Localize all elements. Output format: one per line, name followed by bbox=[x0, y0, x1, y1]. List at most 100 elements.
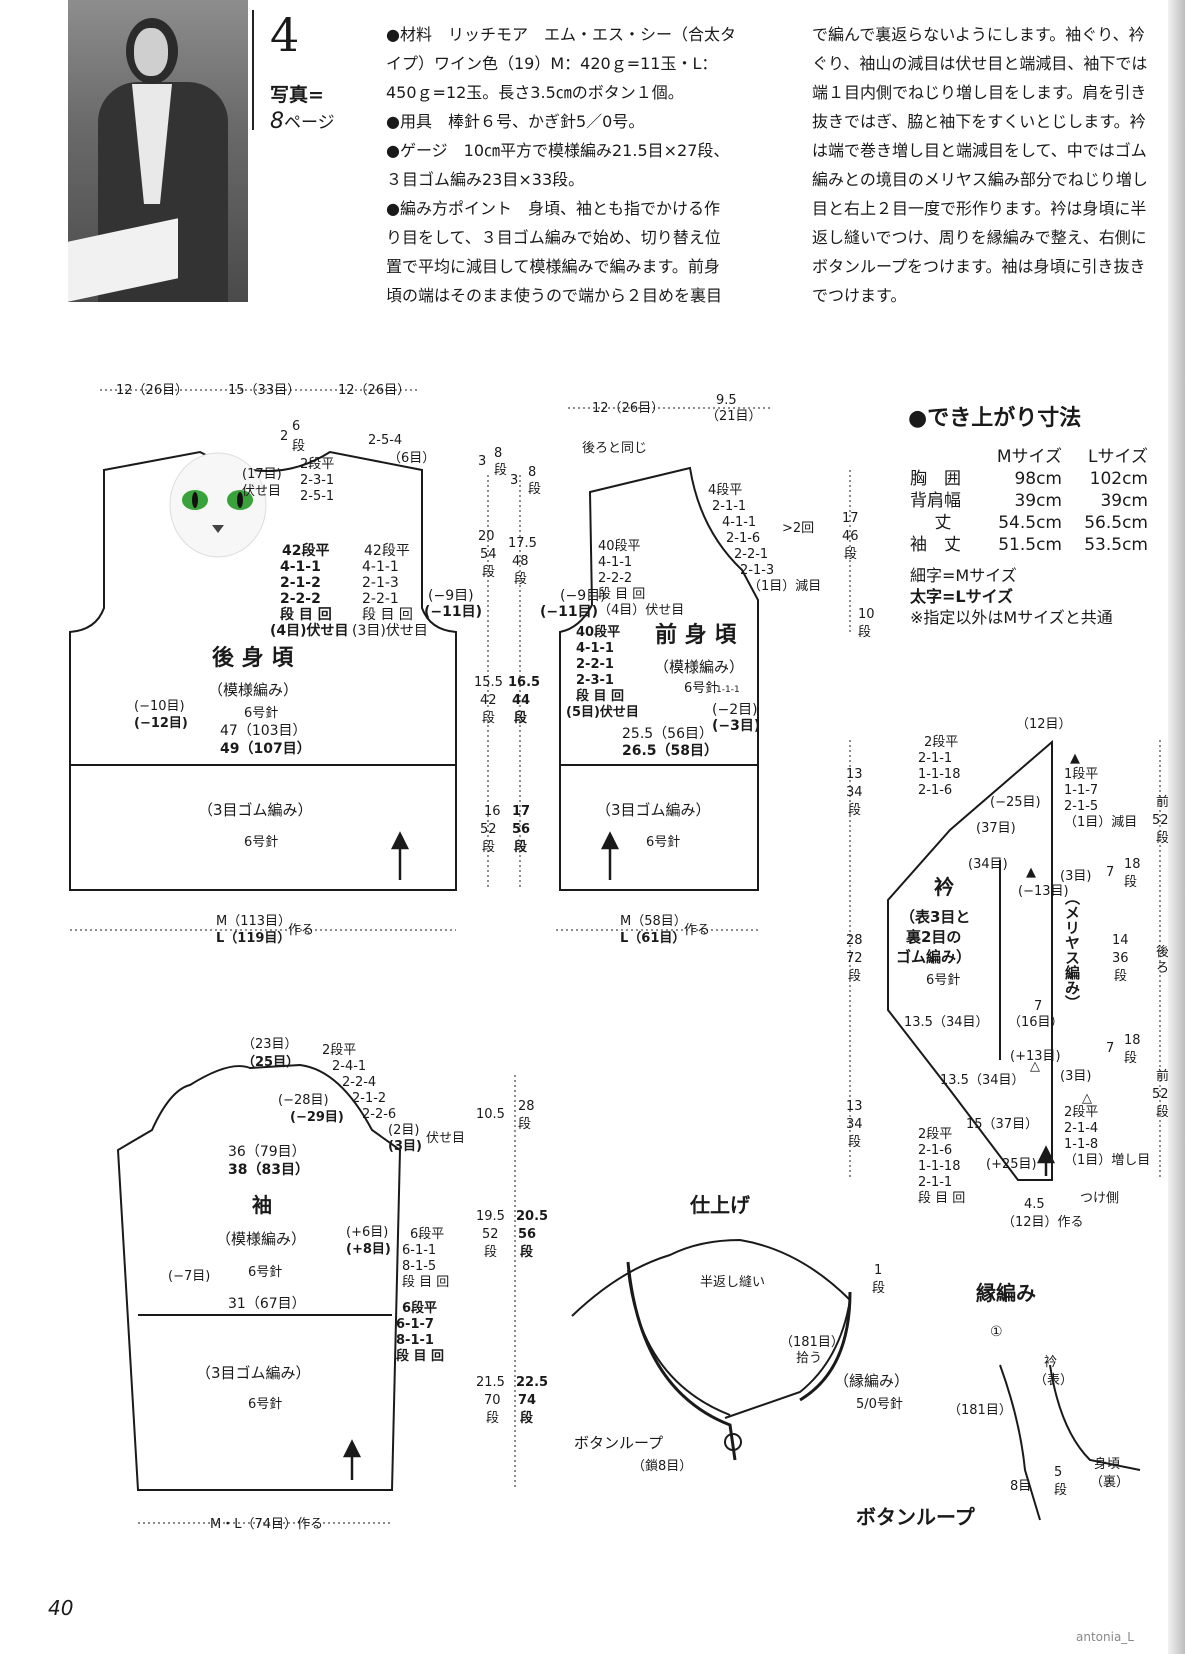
front-neck-rule-1: 2-1-1 bbox=[712, 499, 746, 514]
size-label: 袖 丈 bbox=[910, 535, 961, 555]
back-h-armhole-unit: 段 bbox=[482, 565, 495, 580]
cat-sticker bbox=[169, 452, 267, 558]
edging-circle: ① bbox=[990, 1324, 1003, 1340]
back-neck-shaping: 2-5-4 bbox=[368, 433, 402, 448]
front-h-neck-rows: 46 bbox=[842, 529, 859, 544]
sleeve-bind-label: 伏せ目 bbox=[426, 1131, 465, 1146]
collar-w3: 15（37目） bbox=[966, 1117, 1038, 1132]
sleeve-bind-m: (2目) bbox=[388, 1123, 419, 1138]
back-h-rib-unit: 段 bbox=[482, 840, 495, 855]
back-h-body-unit: 段 bbox=[482, 711, 495, 726]
edging-body: 身頃 bbox=[1094, 1456, 1120, 1472]
back-width-m: 47（103目） bbox=[220, 723, 307, 739]
back-armhole-left-4: 段 目 回 bbox=[280, 606, 332, 623]
sleeve-inc-rule2-3: 段 目 回 bbox=[396, 1348, 444, 1364]
photo-page-num: 8 bbox=[270, 109, 284, 134]
front-armhole-rule-3: 2-3-1 bbox=[576, 673, 614, 688]
sleeve-pattern: （模様編み） bbox=[216, 1230, 306, 1248]
front-cast-on-suffix: 作る bbox=[684, 923, 710, 938]
size-m: 54.5cm bbox=[998, 513, 1062, 533]
sleeve-title: 袖 bbox=[252, 1193, 272, 1217]
back-body-title: 後 身 頃 bbox=[212, 645, 294, 671]
book-spine-shadow bbox=[1168, 0, 1185, 1654]
sleeve-h-body-rows-l: 56 bbox=[518, 1227, 536, 1242]
sleeve-cap-rule-4: 2-2-6 bbox=[362, 1107, 396, 1122]
front-shoulder-rule-0: 40段平 bbox=[598, 539, 641, 554]
sleeve-h-rib-rows-l: 74 bbox=[518, 1393, 536, 1408]
size-m: 51.5cm bbox=[998, 535, 1062, 555]
collar-inc13: (+13目) bbox=[1010, 1049, 1061, 1064]
collar-w1: 13.5（34目） bbox=[904, 1015, 989, 1030]
back-rib-label: （3目ゴム編み） bbox=[198, 801, 313, 819]
size-l: 102cm bbox=[1089, 469, 1148, 489]
back-h-rib-rows: 52 bbox=[480, 822, 497, 837]
sleeve-inc-rule-0: 6段平 bbox=[410, 1227, 444, 1242]
collar-hl-7: 34 bbox=[846, 1117, 863, 1132]
finishing-pick-label: 拾う bbox=[796, 1351, 822, 1366]
sleeve-h-rib-unit-l: 段 bbox=[520, 1410, 533, 1426]
front-armhole-rule-1: 4-1-1 bbox=[576, 641, 614, 656]
back-armhole-right-2: 2-1-3 bbox=[362, 575, 399, 591]
front-h-neck-cm: 17 bbox=[842, 511, 859, 526]
instruction-line: 抜きではぎ、脇と袖下をすくいとじします。衿 bbox=[812, 112, 1146, 131]
sleeve-dec7: (−7目) bbox=[168, 1269, 210, 1284]
back-body-pattern: （模様編み） bbox=[208, 681, 298, 699]
collar-side-3: 後 bbox=[1156, 945, 1169, 960]
finishing-button-loop-label: ボタンループ bbox=[574, 1434, 663, 1452]
sleeve-cap-dec-m: (−28目) bbox=[278, 1093, 329, 1108]
back-neck-rows-c: 段 bbox=[292, 439, 305, 454]
instruction-line: で編んで裏返らないようにします。袖ぐり、衿 bbox=[812, 25, 1145, 44]
collar-left-rule-1: 2-1-1 bbox=[918, 751, 952, 766]
size-l: 39cm bbox=[1100, 491, 1148, 511]
collar-st3a: (3目) bbox=[1060, 869, 1091, 884]
back-neck-bindoff: 伏せ目 bbox=[242, 484, 281, 499]
collar-tri-3: △ bbox=[1030, 1059, 1040, 1074]
collar-dec-25: (−25目) bbox=[990, 795, 1041, 810]
finished-sizes-title: ●でき上がり寸法 bbox=[908, 406, 1082, 431]
photo-label: 写真= bbox=[270, 84, 324, 106]
collar-dec13: (−13目) bbox=[1018, 884, 1069, 899]
model-photo bbox=[68, 0, 248, 302]
collar-br-rule-1: 2-1-4 bbox=[1064, 1121, 1098, 1136]
back-top-width-2: 15（33目） bbox=[228, 383, 300, 398]
instruction-line: でつけます。 bbox=[812, 286, 907, 305]
collar-hr-6: 7 bbox=[1106, 1041, 1114, 1056]
collar-hl-1: 34 bbox=[846, 785, 863, 800]
sleeve-bind-l: (3目) bbox=[388, 1139, 422, 1154]
sleeve-h-rib-cm-l: 22.5 bbox=[516, 1375, 548, 1390]
sleeve-inc-l: (+8目) bbox=[346, 1242, 391, 1257]
sleeve-inc-rule2-1: 6-1-7 bbox=[396, 1317, 434, 1332]
collar-br-rule-0: 2段平 bbox=[1064, 1105, 1098, 1120]
instruction-line: 置で平均に減目して模様編みで編みます。前身 bbox=[386, 257, 720, 276]
finishing-hook: 5/0号針 bbox=[856, 1397, 903, 1412]
finishing-rows-unit: 段 bbox=[872, 1281, 885, 1296]
sleeve-inc-rule2-0: 6段平 bbox=[402, 1300, 437, 1316]
back-neck-rule-1: 2-3-1 bbox=[300, 473, 334, 488]
back-body-outline bbox=[69, 450, 457, 891]
edging-chain: 8目 bbox=[1010, 1479, 1031, 1494]
direction-arrows bbox=[342, 831, 1056, 1480]
edging-collar: 衿 bbox=[1044, 1355, 1057, 1370]
back-h-body-rows-l: 44 bbox=[512, 693, 530, 708]
sleeve-width-l: 38（83目） bbox=[228, 1162, 309, 1178]
collar-mid-w: 7 bbox=[1034, 999, 1042, 1014]
size-m: 39cm bbox=[1014, 491, 1062, 511]
front-armhole-rule-5: (5目)伏せ目 bbox=[566, 704, 639, 720]
instruction-line: イプ）ワイン色（19）M：420ｇ=11玉・L： bbox=[386, 54, 718, 73]
collar-subtitle-2: ゴム編み） bbox=[896, 948, 971, 966]
front-h-shoulder-unit: 段 bbox=[858, 625, 871, 640]
front-neck-rule-5: 2-1-3 bbox=[740, 563, 774, 578]
front-armhole-dec-l: (−11目) bbox=[540, 604, 598, 620]
sleeve-cap-rule-1: 2-4-1 bbox=[332, 1059, 366, 1074]
back-armhole-left-1: 4-1-1 bbox=[280, 559, 321, 575]
front-rib-label: （3目ゴム編み） bbox=[596, 801, 711, 819]
photo-page-suffix: ページ bbox=[284, 113, 335, 133]
page-number: 40 bbox=[48, 1596, 74, 1620]
back-decrease-m: (−10目) bbox=[134, 699, 185, 714]
instruction-line: ボタンループをつけます。袖は身頃に引き抜き bbox=[812, 257, 1146, 276]
collar-hl-2: 段 bbox=[848, 803, 861, 818]
back-rib-needle: 6号針 bbox=[244, 835, 278, 850]
back-neck-rows-a: 2 bbox=[280, 429, 288, 444]
size-label: 背肩幅 bbox=[910, 491, 961, 511]
edging-collar-side: （表） bbox=[1034, 1373, 1073, 1388]
